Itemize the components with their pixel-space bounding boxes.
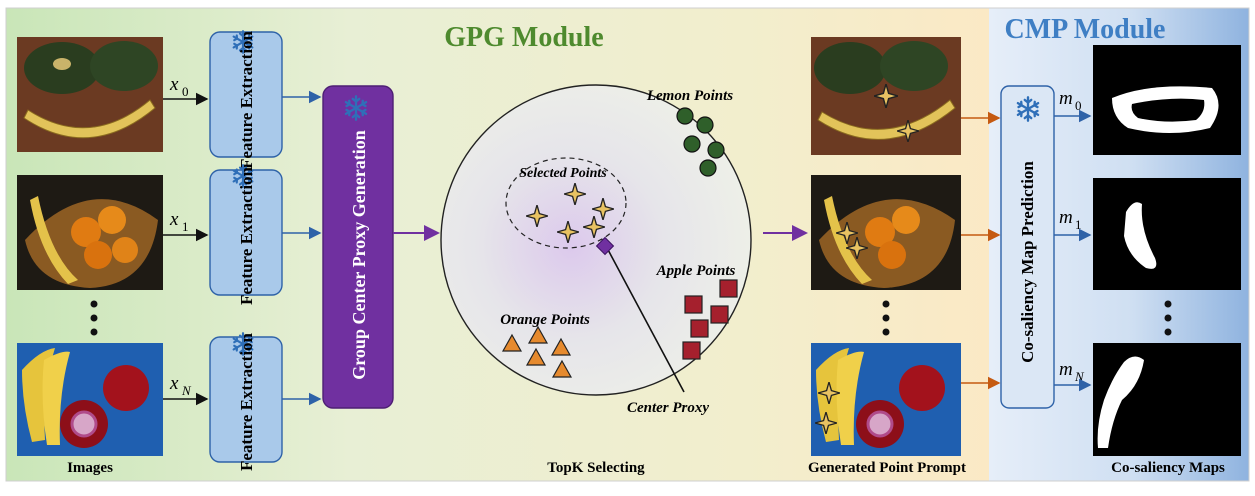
apple-points-label: Apple Points [656, 263, 736, 279]
co-saliency-prediction-box: Co-saliency Map Prediction [1000, 85, 1055, 409]
center-proxy-pointer [605, 245, 685, 393]
svg-text:Group Center Proxy Generation: Group Center Proxy Generation [349, 130, 369, 379]
input-label-n: x N [169, 373, 192, 398]
co-saliency-map-1 [1093, 178, 1241, 290]
outer-frame [5, 7, 1250, 482]
input-image-1 [17, 175, 163, 290]
svg-text:Feature Extraction: Feature Extraction [237, 30, 256, 169]
svg-text:N: N [181, 383, 192, 398]
input-label-1: x 1 [169, 209, 189, 234]
svg-text:Feature Extraction: Feature Extraction [237, 166, 256, 305]
svg-text:1: 1 [182, 219, 189, 234]
orange-points [501, 325, 573, 378]
maps-ellipsis [1164, 300, 1172, 336]
prompt-image-0 [811, 37, 961, 155]
co-saliency-map-n [1093, 343, 1241, 456]
selected-points-label: Selected Points [519, 166, 607, 181]
images-ellipsis [90, 300, 98, 336]
feature-extraction-box-0: Feature Extraction [209, 30, 283, 169]
input-image-n [17, 343, 163, 456]
output-label-1: m 1 [1059, 207, 1082, 232]
output-label-0: m 0 [1059, 88, 1082, 113]
orange-points-label: Orange Points [500, 312, 590, 328]
apple-points [682, 279, 738, 360]
prompt-image-1 [811, 175, 961, 290]
svg-text:m: m [1059, 359, 1073, 380]
svg-text:m: m [1059, 207, 1073, 228]
center-proxy-marker [595, 236, 615, 256]
input-image-0 [17, 37, 163, 152]
svg-text:x: x [169, 373, 179, 394]
group-center-proxy-box: Group Center Proxy Generation [322, 85, 394, 409]
feature-extraction-box-n: Feature Extraction [209, 332, 283, 471]
svg-text:0: 0 [1075, 98, 1082, 113]
lemon-points-label: Lemon Points [646, 88, 733, 104]
images-caption: Images [67, 460, 113, 476]
svg-text:N: N [1074, 369, 1085, 384]
generated-prompt-caption: Generated Point Prompt [808, 460, 966, 476]
prompt-ellipsis [882, 300, 890, 336]
output-label-n: m N [1059, 359, 1085, 384]
lemon-points [676, 107, 725, 177]
svg-text:0: 0 [182, 84, 189, 99]
cmp-module-title: CMP Module [1005, 14, 1166, 45]
svg-text:Co-saliency Map Prediction: Co-saliency Map Prediction [1018, 161, 1037, 363]
svg-text:Feature Extraction: Feature Extraction [237, 332, 256, 471]
topk-circle: Lemon Points Selected Points Apple Point… [440, 84, 752, 396]
prompt-image-n [811, 343, 961, 456]
co-saliency-map-0 [1093, 45, 1241, 155]
input-label-0: x 0 [169, 74, 189, 99]
center-proxy-label: Center Proxy [627, 400, 709, 416]
gpg-module-title: GPG Module [444, 22, 603, 53]
svg-text:1: 1 [1075, 217, 1082, 232]
svg-text:m: m [1059, 88, 1073, 109]
svg-text:x: x [169, 209, 179, 230]
svg-text:x: x [169, 74, 179, 95]
topk-caption: TopK Selecting [547, 460, 645, 476]
co-saliency-maps-caption: Co-saliency Maps [1111, 460, 1225, 476]
feature-extraction-box-1: Feature Extraction [209, 164, 283, 305]
selected-points-region [505, 157, 627, 249]
